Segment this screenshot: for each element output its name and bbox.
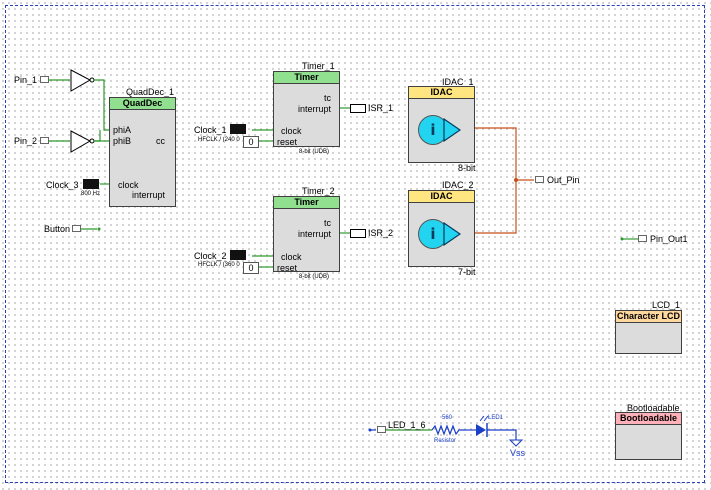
- bootloadable-component[interactable]: Bootloadable: [615, 412, 682, 460]
- led-ray: [483, 415, 489, 422]
- pin-connector-icon[interactable]: [638, 235, 647, 242]
- bootloadable-header: Bootloadable: [616, 413, 681, 425]
- amplifier-icon: [443, 222, 461, 246]
- idac1-header: IDAC: [409, 87, 474, 99]
- timer1-component[interactable]: Timer tc interrupt clock reset: [273, 71, 340, 147]
- current-source-icon: i: [418, 115, 448, 145]
- isr-icon[interactable]: [350, 229, 366, 238]
- port-cc: cc: [156, 136, 165, 146]
- pin-label-led[interactable]: LED_1_6: [388, 420, 426, 430]
- idac2-instance-name: IDAC_2: [442, 180, 474, 190]
- port-interrupt: interrupt: [131, 190, 165, 200]
- timer1-header: Timer: [274, 72, 339, 84]
- wire: [472, 127, 517, 234]
- ground-label: Vss: [510, 448, 526, 458]
- pin-label-pin-out1[interactable]: Pin_Out1: [650, 234, 688, 244]
- timer1-instance-name: Timer_1: [302, 61, 335, 71]
- clock2-name[interactable]: Clock_2: [194, 251, 227, 261]
- lcd-header: Character LCD: [616, 311, 681, 323]
- inverter-bubble: [89, 77, 95, 83]
- constant-zero[interactable]: 0: [243, 136, 259, 148]
- ground-symbol: [508, 439, 524, 447]
- pin-connector-icon[interactable]: [40, 76, 49, 83]
- pin-label-button[interactable]: Button: [44, 224, 71, 234]
- port-tc: tc: [323, 218, 331, 228]
- buffer-symbol: [70, 130, 92, 153]
- timer2-header: Timer: [274, 197, 339, 209]
- pin-connector-icon[interactable]: [377, 426, 386, 433]
- inverter-bubble: [89, 138, 95, 144]
- clock-icon[interactable]: [230, 124, 246, 134]
- amplifier-icon: [443, 118, 461, 142]
- port-interrupt: interrupt: [297, 104, 331, 114]
- idac2-footer: 7-bit: [458, 267, 476, 277]
- sheet-border: [5, 5, 705, 483]
- port-tc: tc: [323, 93, 331, 103]
- junction: [514, 178, 518, 182]
- wire-end: [620, 237, 624, 241]
- current-source-icon: i: [418, 219, 448, 249]
- clock3-freq: 800 Hz: [81, 191, 101, 197]
- idac2-header: IDAC: [409, 191, 474, 203]
- isr1-label[interactable]: ISR_1: [368, 103, 394, 113]
- resistor-value: 560: [442, 415, 453, 421]
- quaddec-component[interactable]: QuadDec phiA phiB clock cc interrupt: [109, 97, 176, 207]
- port-phiB: phiB: [113, 136, 132, 146]
- timer2-footer: 8-bit (UDB): [299, 274, 330, 280]
- clock-icon[interactable]: [83, 179, 99, 189]
- idac1-instance-name: IDAC_1: [442, 77, 474, 87]
- led-label: LED1: [488, 415, 504, 421]
- port-reset: reset: [277, 137, 298, 147]
- wire: [94, 79, 112, 131]
- timer1-footer: 8-bit (UDB): [299, 149, 330, 155]
- clock1-freq: HFCLK / (240 0: [198, 137, 240, 143]
- port-phiA: phiA: [113, 125, 132, 135]
- timer2-instance-name: Timer_2: [302, 186, 335, 196]
- lcd-instance-name: LCD_1: [652, 300, 681, 310]
- pin-label-pin2[interactable]: Pin_2: [14, 136, 38, 146]
- constant-zero[interactable]: 0: [243, 262, 259, 274]
- resistor-symbol: [431, 424, 466, 436]
- timer2-component[interactable]: Timer tc interrupt clock reset: [273, 196, 340, 273]
- port-clock: clock: [118, 180, 139, 190]
- led-symbol: [476, 424, 486, 436]
- pin-connector-icon[interactable]: [40, 137, 49, 144]
- port-interrupt: interrupt: [297, 229, 331, 239]
- clock3-name[interactable]: Clock_3: [46, 180, 79, 190]
- pin-label-pin1[interactable]: Pin_1: [14, 75, 38, 85]
- isr2-label[interactable]: ISR_2: [368, 228, 394, 238]
- pin-label-out-pin[interactable]: Out_Pin: [547, 175, 580, 185]
- resistor-label: Resistor: [434, 438, 457, 444]
- wire-end: [97, 227, 101, 231]
- clock-icon[interactable]: [230, 250, 246, 260]
- lcd-component[interactable]: Character LCD: [615, 310, 682, 354]
- port-clock: clock: [281, 252, 302, 262]
- led-ray: [479, 415, 485, 422]
- idac1-footer: 8-bit: [458, 163, 476, 173]
- quaddec-instance-name: QuadDec_1: [126, 87, 175, 97]
- buffer-symbol: [70, 69, 92, 92]
- quaddec-header: QuadDec: [110, 98, 175, 110]
- wire: [94, 130, 101, 142]
- idac2-component[interactable]: IDAC i: [408, 190, 475, 267]
- idac1-component[interactable]: IDAC i: [408, 86, 475, 163]
- port-reset: reset: [277, 263, 298, 273]
- clock2-freq: HFCLK / (360 0: [198, 262, 240, 268]
- clock1-name[interactable]: Clock_1: [194, 125, 227, 135]
- pin-connector-icon[interactable]: [535, 176, 544, 183]
- pin-connector-icon[interactable]: [72, 225, 81, 232]
- wire: [487, 429, 517, 440]
- port-clock: clock: [281, 126, 302, 136]
- bootloadable-instance-name: Bootloadable: [627, 403, 680, 413]
- isr-icon[interactable]: [350, 104, 366, 113]
